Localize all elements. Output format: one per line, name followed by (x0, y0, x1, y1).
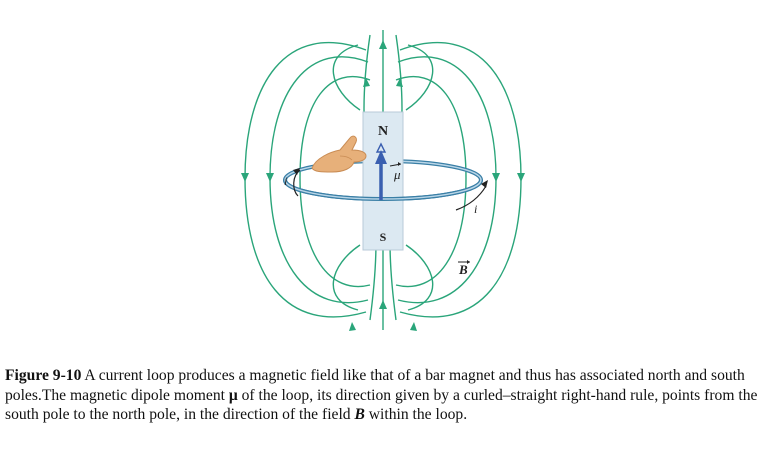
caption-mu-symbol: μ (228, 386, 238, 404)
current-label-left: i (284, 174, 287, 188)
arrow-bottom-center (379, 300, 387, 309)
magnetic-field-diagram: N S μ i i B (241, 30, 525, 331)
caption-text-1: A current loop produces a magnetic field… (5, 367, 745, 404)
north-pole-label: N (378, 124, 388, 139)
arrow-top-center (379, 40, 387, 49)
field-line-right-5 (405, 244, 434, 311)
field-label: B (458, 262, 468, 277)
magnetic-moment-arrow-icon (375, 142, 387, 200)
field-line-right-1 (395, 75, 467, 288)
field-line-right-4 (405, 44, 434, 111)
caption-text-2: of the loop, its direction given by a cu… (5, 386, 758, 424)
field-line-left-3 (244, 42, 367, 318)
south-pole-label: S (380, 230, 387, 244)
mu-label: μ (393, 167, 401, 182)
field-arrows (241, 40, 525, 331)
current-arrow-right (455, 185, 487, 211)
arrow-left-outer (241, 173, 249, 182)
arrow-top-left (363, 78, 370, 87)
pointing-hand-icon (311, 135, 367, 173)
arrow-right-outer (517, 173, 525, 182)
current-label-right: i (474, 202, 477, 216)
arrow-left-inner (266, 173, 274, 182)
arrow-bottom-left (349, 322, 356, 331)
arrow-right-inner (492, 173, 500, 182)
field-line-left-4 (332, 44, 361, 111)
figure-caption: Figure 9-10 A current loop produces a ma… (5, 366, 763, 425)
caption-text-3: within the loop. (364, 406, 468, 423)
caption-b-symbol: B (354, 406, 365, 423)
field-line-left-5 (332, 244, 361, 311)
field-line-left-1 (299, 75, 371, 288)
arrow-bottom-right (410, 322, 417, 331)
bar-magnet: N S (362, 111, 404, 251)
arrow-top-right (396, 78, 403, 87)
figure-number: Figure 9-10 (5, 367, 82, 384)
